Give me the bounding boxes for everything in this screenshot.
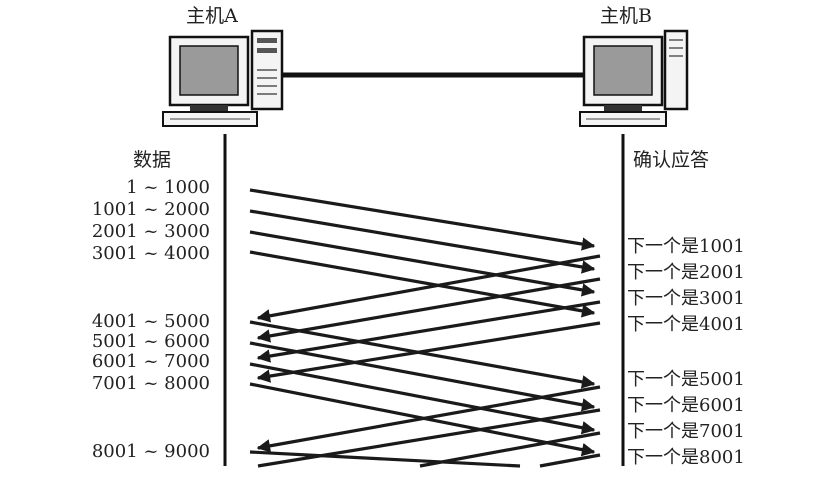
ack-label: 下一个是5001 bbox=[627, 369, 745, 390]
data-arrow bbox=[249, 230, 596, 297]
segment-labels: 1 ~ 1000 1001 ~ 2000 2001 ~ 3000 3001 ~ … bbox=[92, 177, 210, 462]
segment-label: 4001 ~ 5000 bbox=[92, 311, 210, 332]
segment-label: 6001 ~ 7000 bbox=[92, 351, 210, 372]
computer-a-icon bbox=[162, 29, 284, 127]
data-arrow bbox=[249, 341, 596, 412]
data-arrows bbox=[249, 188, 596, 468]
segment-label: 3001 ~ 4000 bbox=[92, 243, 210, 264]
ack-arrow bbox=[256, 321, 601, 383]
ack-label: 下一个是4001 bbox=[627, 314, 745, 335]
ack-arrow bbox=[256, 277, 601, 343]
data-arrow bbox=[249, 209, 596, 274]
segment-label: 7001 ~ 8000 bbox=[92, 373, 210, 394]
ack-arrows bbox=[256, 254, 601, 468]
ack-arrow bbox=[256, 385, 601, 453]
ack-labels: 下一个是1001 下一个是2001 下一个是3001 下一个是4001 下一个是… bbox=[627, 236, 745, 468]
ack-arrow bbox=[256, 300, 601, 363]
ack-arrow bbox=[256, 254, 601, 323]
segment-label: 2001 ~ 3000 bbox=[92, 221, 210, 242]
data-arrow bbox=[249, 250, 596, 318]
ack-label: 下一个是8001 bbox=[627, 447, 745, 468]
data-column-header: 数据 bbox=[133, 149, 171, 171]
ack-label: 下一个是2001 bbox=[627, 262, 745, 283]
ack-arrow bbox=[257, 408, 601, 468]
host-b-label: 主机B bbox=[600, 5, 652, 27]
ack-label: 下一个是7001 bbox=[627, 421, 745, 442]
segment-label: 1 ~ 1000 bbox=[126, 177, 210, 198]
host-a-label: 主机A bbox=[186, 5, 238, 27]
ack-arrow bbox=[539, 453, 601, 468]
ack-arrow bbox=[419, 431, 601, 468]
segment-label: 1001 ~ 2000 bbox=[92, 199, 210, 220]
segment-label: 8001 ~ 9000 bbox=[92, 441, 210, 462]
segment-label: 5001 ~ 6000 bbox=[92, 331, 210, 352]
computer-b-icon bbox=[579, 29, 689, 127]
ack-label: 下一个是1001 bbox=[627, 236, 745, 257]
ack-label: 下一个是6001 bbox=[627, 395, 745, 416]
data-arrow bbox=[249, 450, 521, 468]
ack-label: 下一个是3001 bbox=[627, 288, 745, 309]
ack-column-header: 确认应答 bbox=[633, 149, 709, 171]
data-arrow bbox=[249, 188, 596, 251]
